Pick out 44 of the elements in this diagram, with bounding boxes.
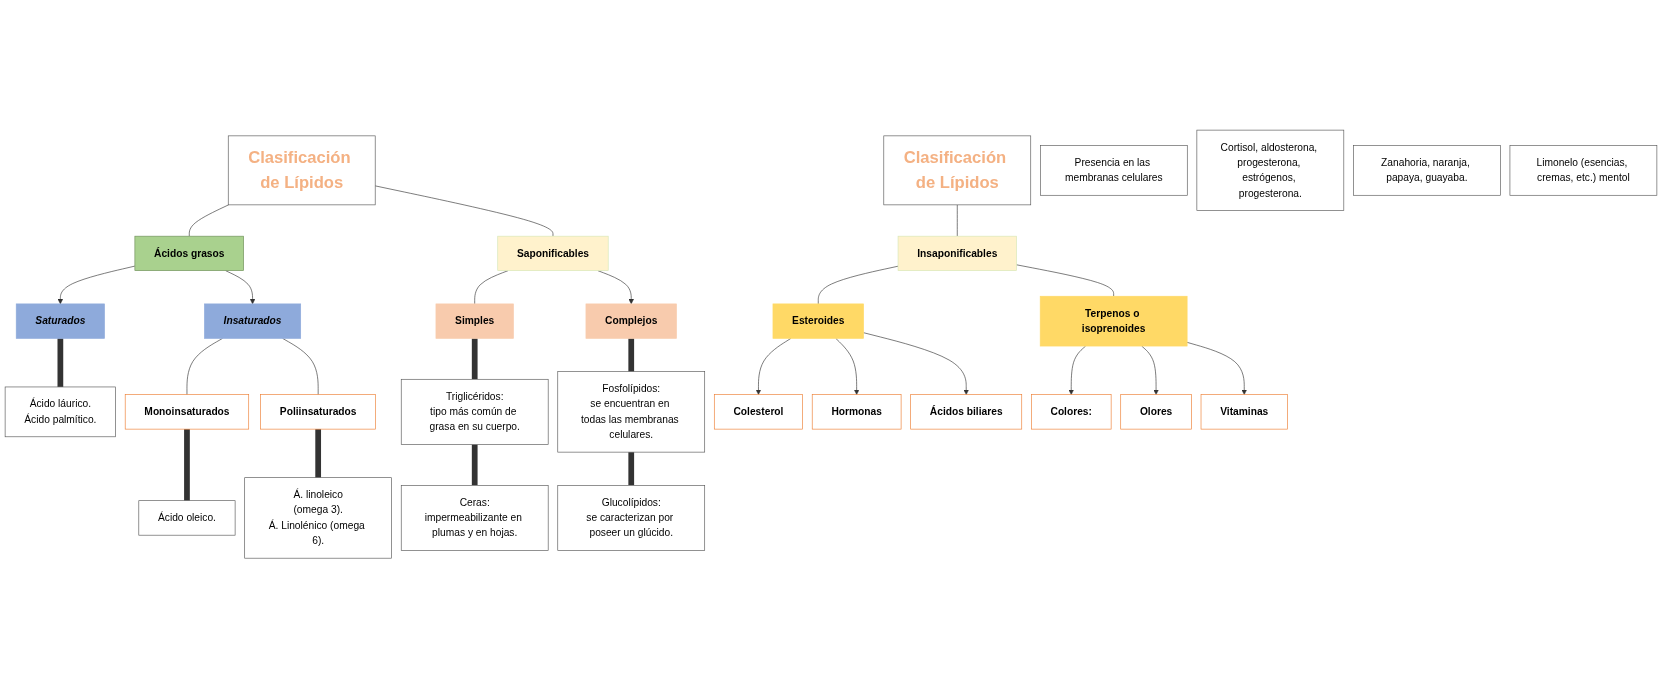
node-box: Hormonas bbox=[811, 394, 902, 430]
node-box: Colesterol bbox=[713, 394, 803, 430]
connector bbox=[474, 270, 509, 305]
node-box: Terpenos o isoprenoides bbox=[1039, 295, 1188, 347]
node-box: Ácido oleico. bbox=[138, 500, 236, 536]
connector bbox=[471, 444, 478, 486]
node-box: Glucolípidos: se caracterizan por poseer un glúcido. bbox=[557, 484, 706, 551]
node-box: Triglicéridos: tipo más común de grasa en su cuerpo. bbox=[400, 378, 549, 445]
connector bbox=[315, 428, 322, 479]
node-box: Zanahoria, naranja, papaya, guayaba. bbox=[1353, 144, 1501, 196]
node-box: Saturados bbox=[15, 303, 105, 339]
node-box: Fosfolípidos: se encuentran en todas las membranas celulares. bbox=[557, 371, 706, 453]
node-box: Cortisol, aldosterona, progesterona, estrógenos, progesterona. bbox=[1196, 129, 1345, 211]
node-box: Monoinsaturados bbox=[124, 394, 250, 430]
connector bbox=[188, 204, 229, 237]
node-box: Insaturados bbox=[204, 303, 301, 339]
node-box: Olores bbox=[1120, 394, 1192, 430]
connector bbox=[817, 265, 899, 305]
connector bbox=[628, 451, 635, 486]
node-box: Vitaminas bbox=[1200, 394, 1288, 430]
node-box: Esteroides bbox=[772, 303, 864, 339]
node-box: Complejos bbox=[585, 303, 677, 339]
node-box: Ácidos biliares bbox=[910, 394, 1023, 430]
node-box: Poliinsaturados bbox=[260, 394, 376, 430]
node-box: Á. linoleico (omega 3). Á. Linolénico (omega 6). bbox=[244, 477, 392, 559]
node-box: Clasificación de Lípidos bbox=[883, 135, 1032, 206]
node-box: Saponificables bbox=[497, 235, 609, 271]
node-box: Colores: bbox=[1031, 394, 1112, 430]
node-box: Limonelo (esencias, cremas, etc.) mentol bbox=[1509, 144, 1658, 196]
node-box: Simples bbox=[435, 303, 514, 339]
node-box: Clasificación de Lípidos bbox=[227, 135, 376, 206]
connector bbox=[57, 338, 64, 387]
node-box: Insaponificables bbox=[897, 235, 1017, 271]
node-box: Ácido láurico. Ácido palmítico. bbox=[4, 386, 116, 437]
node-box: Presencia en las membranas celulares bbox=[1040, 144, 1188, 196]
connector bbox=[374, 185, 554, 237]
connector bbox=[628, 338, 635, 373]
connector bbox=[471, 338, 478, 380]
node-box: Ceras: impermeabilizante en plumas y en hojas. bbox=[400, 484, 549, 551]
connector bbox=[282, 337, 319, 395]
connector bbox=[184, 428, 190, 501]
connector bbox=[1016, 264, 1114, 297]
node-box: Ácidos grasos bbox=[134, 235, 244, 271]
connector bbox=[186, 337, 223, 395]
